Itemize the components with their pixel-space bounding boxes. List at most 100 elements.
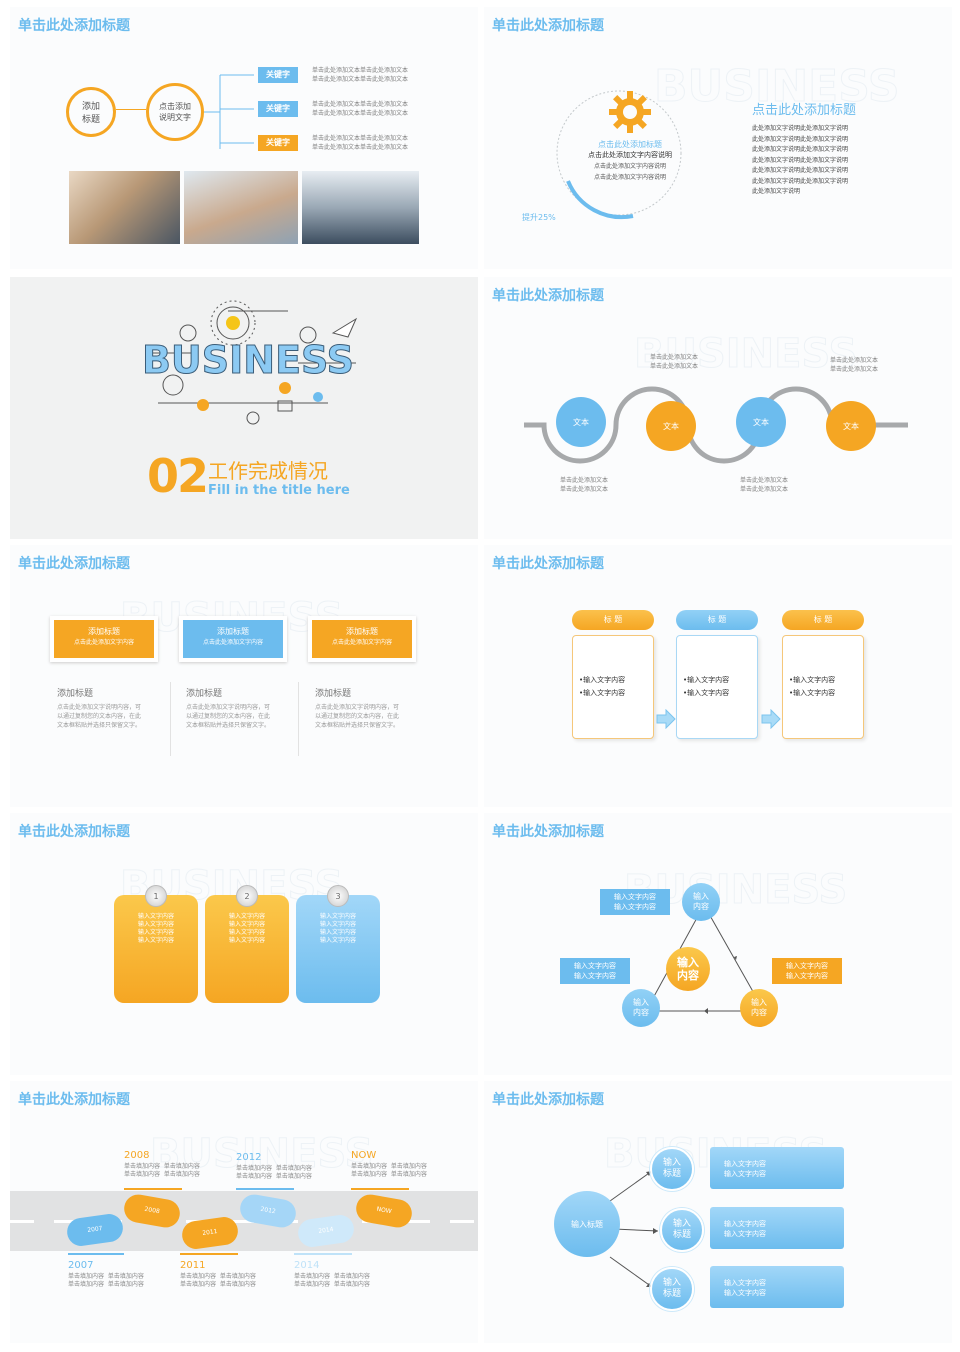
branch-node: 输入 标题: [660, 1208, 704, 1252]
arrow-right-icon: [761, 709, 781, 729]
number-badge: 1: [145, 885, 167, 907]
keyword-text: 单击此处添加文本单击此处添加文本 单击此处添加文本单击此处添加文本: [312, 67, 409, 83]
keyword-tag: 关键字: [258, 101, 298, 117]
branch-arrows: [609, 1170, 659, 1288]
slide-title: 单击此处添加标题: [492, 288, 604, 304]
divider: [170, 682, 171, 756]
slide-10[interactable]: BUSINESS 单击此处添加标题 输入标题 输入 标题 输入 标题 输入 标题…: [484, 1081, 952, 1343]
desc-circle: 点击添加 说明文字: [146, 83, 204, 141]
marker-line: [180, 1253, 238, 1255]
center-node: 输入 内容: [666, 947, 710, 991]
node-text: 单击此处添加文本 单击此处添加文本: [649, 354, 698, 370]
timeline-node: 文本: [736, 397, 786, 447]
text-label: 输入文字内容 输入文字内容: [600, 889, 670, 915]
arrow-right-icon: [656, 709, 676, 729]
milestone-text: 单击填加内容 单击填加内容 单击填加内容 单击填加内容: [236, 1165, 312, 1180]
number-card: 输入文字内容输入文字内容输入文字内容输入文字内容: [296, 895, 380, 1003]
content-card: •输入文字内容•输入文字内容: [782, 635, 864, 739]
column-text: 点击此处添加文字说明内容，可以通过复制您的文本内容，在此文本框粘贴并选择只保留文…: [186, 704, 271, 729]
business-word: BUSINESS: [142, 338, 354, 382]
milestone-text: 单击填加内容 单击填加内容 单击填加内容 单击填加内容: [351, 1163, 427, 1178]
cycle-node: 输入 内容: [682, 883, 720, 921]
marker-line: [236, 1188, 294, 1190]
branch-lines: [204, 74, 254, 149]
cycle-node: 输入 内容: [622, 989, 660, 1027]
content-card: •输入文字内容•输入文字内容: [572, 635, 654, 739]
circle-line: 点击此处添加文字内容说明: [593, 163, 666, 170]
section-title: 工作完成情况: [208, 459, 328, 483]
slide-title: 单击此处添加标题: [492, 18, 604, 34]
marker-line: [351, 1188, 409, 1190]
year-label: 2014: [294, 1260, 320, 1271]
section-number-digit: 02: [147, 449, 209, 503]
number-badge: 3: [327, 885, 349, 907]
year-label: 2007: [68, 1260, 94, 1271]
slide-title: 单击此处添加标题: [492, 824, 604, 840]
circle-title: 点击此处添加标题: [598, 140, 662, 149]
slide-2[interactable]: BUSINESS 单击此处添加标题 点击此处添加标题 点击此处添加文字内容说明 …: [484, 7, 952, 269]
timeline-node: 文本: [826, 401, 876, 451]
marker-line: [294, 1253, 352, 1255]
slide-3-section[interactable]: BUSINESS 02 工作完成情况 Fill in the title her…: [10, 277, 478, 539]
column-title: 添加标题: [186, 689, 223, 699]
milestone-text: 单击填加内容 单击填加内容 单击填加内容 单击填加内容: [124, 1163, 200, 1178]
divider: [298, 682, 299, 756]
slide-title: 单击此处添加标题: [18, 18, 130, 34]
node-text: 单击此处添加文本 单击此处添加文本: [559, 477, 608, 493]
year-label: NOW: [351, 1150, 377, 1161]
photo-hand-pen: [69, 171, 180, 244]
column-title: 添加标题: [57, 689, 94, 699]
slide-9[interactable]: BUSINESS 单击此处添加标题 2008 2012 NOW 单击填加内容 单…: [10, 1081, 478, 1343]
side-heading: 点击此处添加标题: [752, 103, 857, 118]
road-dashes: [10, 1220, 478, 1223]
column-header: 标 题: [782, 610, 864, 630]
number-badge: 2: [236, 885, 258, 907]
slide-5[interactable]: BUSINESS 单击此处添加标题 添加标题 点击此处添加文字内容 添加标题 点…: [10, 545, 478, 807]
cycle-node: 输入 内容: [740, 989, 778, 1027]
slide-6[interactable]: 单击此处添加标题 标 题 标 题 标 题 •输入文字内容•输入文字内容 •输入文…: [484, 545, 952, 807]
slide-4[interactable]: BUSINESS 单击此处添加标题 文本 文本 文本 文本 单击此处添加文本 单…: [484, 277, 952, 539]
title-card: 添加标题 点击此处添加文字内容: [50, 616, 158, 662]
business-watermark: BUSINESS: [149, 1131, 374, 1178]
slide-7[interactable]: BUSINESS 单击此处添加标题 输入文字内容输入文字内容输入文字内容输入文字…: [10, 813, 478, 1075]
business-watermark: BUSINESS: [654, 61, 901, 113]
photo-high-five: [184, 171, 298, 244]
year-label: 2008: [124, 1150, 150, 1161]
text-box: 输入文字内容 输入文字内容: [710, 1207, 844, 1249]
percent-label: 提升25%: [522, 213, 556, 222]
milestone-text: 单击填加内容 单击填加内容 单击填加内容 单击填加内容: [180, 1273, 256, 1288]
section-subtitle: Fill in the title here: [208, 483, 350, 498]
side-lines: 此处添加文字说明此处添加文字说明 此处添加文字说明此处添加文字说明 此处添加文字…: [752, 125, 849, 195]
keyword-text: 单击此处添加文本单击此处添加文本 单击此处添加文本单击此处添加文本: [312, 135, 409, 151]
section-number: 02: [147, 449, 209, 503]
business-watermark: BUSINESS: [633, 331, 858, 378]
number-card: 输入文字内容输入文字内容输入文字内容输入文字内容: [114, 895, 198, 1003]
slide-title: 单击此处添加标题: [18, 556, 130, 572]
column-header: 标 题: [572, 610, 654, 630]
title-circle: 添加 标题: [66, 87, 116, 137]
slide-title: 单击此处添加标题: [18, 1092, 130, 1108]
keyword-text: 单击此处添加文本单击此处添加文本 单击此处添加文本单击此处添加文本: [312, 101, 409, 117]
column-title: 添加标题: [315, 689, 352, 699]
timeline-node: 文本: [646, 401, 696, 451]
branch-node: 输入 标题: [650, 1147, 694, 1191]
branch-node: 输入 标题: [650, 1267, 694, 1311]
circle-line: 点击此处添加文字内容说明: [593, 174, 666, 181]
text-box: 输入文字内容 输入文字内容: [710, 1147, 844, 1189]
milestone-text: 单击填加内容 单击填加内容 单击填加内容 单击填加内容: [68, 1273, 144, 1288]
keyword-tag: 关键字: [258, 67, 298, 83]
column-text: 点击此处添加文字说明内容，可以通过复制您的文本内容，在此文本框粘贴并选择只保留文…: [57, 704, 142, 729]
slide-1[interactable]: 单击此处添加标题 添加 标题 点击添加 说明文字 关键字 关键字 关键字 单击此…: [10, 7, 478, 269]
node-text: 单击此处添加文本 单击此处添加文本: [739, 477, 788, 493]
node-text: 单击此处添加文本 单击此处添加文本: [829, 357, 878, 373]
progress-ring: [556, 90, 682, 220]
milestone-text: 单击填加内容 单击填加内容 单击填加内容 单击填加内容: [294, 1273, 370, 1288]
root-node: 输入标题: [554, 1191, 620, 1257]
content-card: •输入文字内容•输入文字内容: [676, 635, 758, 739]
text-label: 输入文字内容 输入文字内容: [560, 958, 630, 984]
number-card: 输入文字内容输入文字内容输入文字内容输入文字内容: [205, 895, 289, 1003]
photo-business-team: [302, 171, 419, 244]
year-label: 2012: [236, 1152, 262, 1163]
business-illustration: BUSINESS: [141, 300, 358, 425]
slide-8[interactable]: BUSINESS 单击此处添加标题 输入 内容 输入 内容 输入 内容 输入 内…: [484, 813, 952, 1075]
